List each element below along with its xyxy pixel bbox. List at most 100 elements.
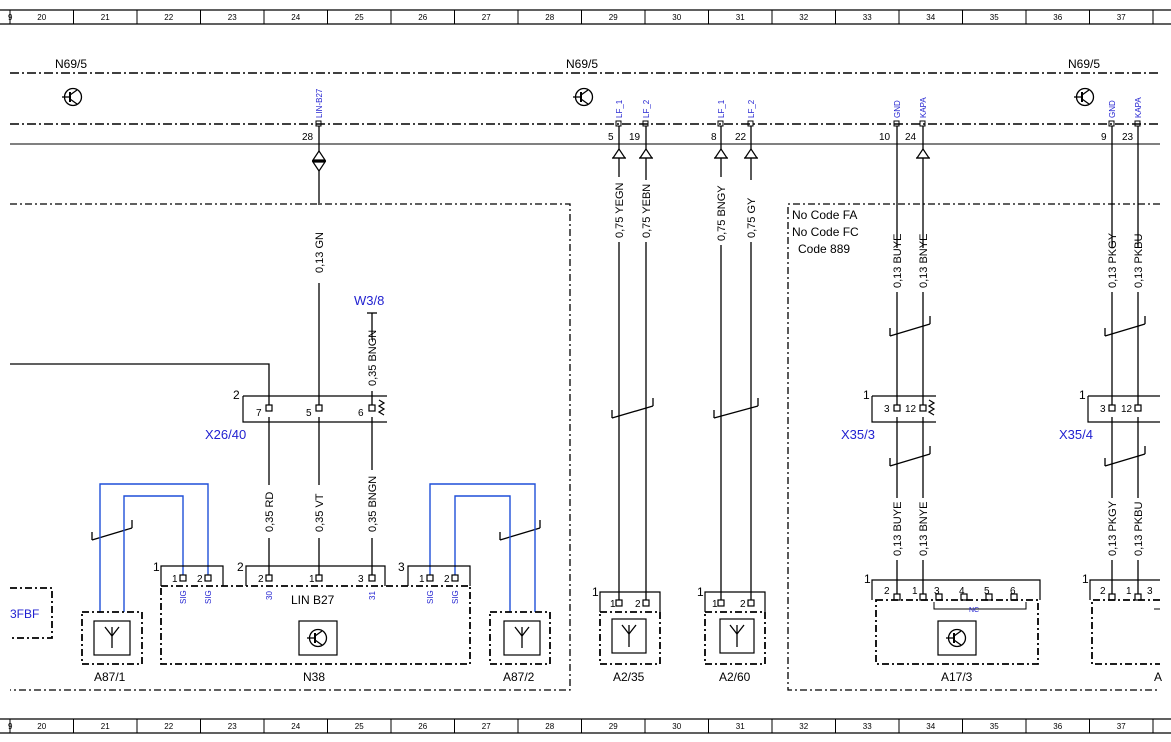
pin-signal-lin-b27: LIN-B27	[315, 88, 324, 118]
transistor-icon	[573, 87, 594, 107]
connector-label-x35-3: X35/3	[841, 427, 875, 442]
pin-number: 1	[419, 574, 425, 585]
wire-label: 0,13 PKBU	[1133, 234, 1145, 288]
connector-number: 3	[398, 560, 405, 574]
ruler-number: 30	[672, 13, 681, 22]
ruler-number: 28	[545, 13, 554, 22]
connector-number: 1	[1082, 572, 1089, 586]
ruler-number: 21	[101, 722, 110, 731]
module-n38	[160, 565, 471, 665]
pin-number: 1	[1126, 586, 1132, 597]
module-a2-60	[704, 591, 766, 665]
pin-number: 1	[309, 574, 315, 585]
pin-number: 2	[740, 599, 746, 610]
nc-label: NC	[969, 607, 979, 614]
pin-signal-lf1: LF_1	[615, 99, 624, 118]
wire-label: 0,13 GN	[314, 232, 326, 273]
wire-label: 0,13 PKGY	[1107, 500, 1119, 556]
pin-signal-sig: SIG	[451, 590, 460, 604]
pin-number: 8	[711, 132, 717, 143]
connector-number: 2	[237, 560, 244, 574]
pin-number: 5	[608, 132, 614, 143]
pin-number: 1	[912, 586, 918, 597]
ruler-number: 20	[37, 13, 46, 22]
signal-arrows	[311, 147, 931, 173]
pin-number: 2	[884, 586, 890, 597]
unit-label-n69-left: N69/5	[55, 57, 87, 71]
pin-number: 6	[358, 408, 364, 419]
pin-number: 7	[256, 408, 262, 419]
pin-number: 6	[1010, 586, 1016, 597]
pin-number: 3	[1147, 586, 1153, 597]
pin-number: 12	[1121, 404, 1133, 415]
ruler-number: 24	[291, 722, 300, 731]
pin-number: 22	[735, 132, 747, 143]
pin-signal-gnd: GND	[1108, 100, 1117, 118]
ruler-number: 37	[1117, 722, 1126, 731]
pin-number: 3	[1100, 404, 1106, 415]
ruler-number: 32	[799, 13, 808, 22]
ruler-number: 32	[799, 722, 808, 731]
pin-signal-31: 31	[368, 591, 377, 600]
pin-number: 2	[444, 574, 450, 585]
module-label-a87-1: A87/1	[94, 670, 126, 684]
pin-number: 2	[258, 574, 264, 585]
wire-label: 0,75 YEBN	[641, 184, 653, 238]
wire-label: 0,13 BNYE	[918, 502, 930, 556]
module-label-n38: N38	[303, 670, 325, 684]
connector-label-x26-40: X26/40	[205, 427, 246, 442]
pin-number: 1	[712, 599, 718, 610]
transistor-icon	[307, 628, 328, 648]
ruler-number: 23	[228, 722, 237, 731]
connector-number: 1	[864, 572, 871, 586]
code-note: No Code FA	[792, 208, 857, 222]
ruler-number: 28	[545, 722, 554, 731]
bus-lines	[10, 72, 1160, 145]
connector-x26-40	[242, 395, 387, 423]
code-note: No Code FC	[792, 225, 859, 239]
transistor-icon	[62, 87, 83, 107]
module-label-partial: A	[1154, 670, 1162, 684]
pin-number: 12	[905, 404, 917, 415]
connector-x35-3	[871, 395, 936, 423]
pin-number: 2	[197, 574, 203, 585]
ruler-number: 36	[1053, 13, 1062, 22]
wire-label: 0,75 GY	[746, 197, 758, 238]
pin-signal-30: 30	[265, 591, 274, 600]
module-a17-3	[871, 579, 1041, 665]
transistor-icon	[946, 628, 967, 648]
module-label-a17-3: A17/3	[941, 670, 973, 684]
pin-number: 23	[1122, 132, 1134, 143]
ruler-number: 27	[482, 722, 491, 731]
connector-label-x35-4: X35/4	[1059, 427, 1093, 442]
wire-label: 0,75 YEGN	[614, 183, 626, 238]
wire-label: 0,13 BUYE	[892, 502, 904, 556]
ruler-number: 30	[672, 722, 681, 731]
pin-number: 10	[879, 132, 891, 143]
ruler-number: 35	[990, 13, 999, 22]
connector-x35-4	[1087, 395, 1160, 423]
ruler-number: 22	[164, 722, 173, 731]
pin-signal-kapa: KAPA	[1134, 97, 1143, 118]
ruler-number: 36	[1053, 722, 1062, 731]
wire-label: 0,13 BNYE	[918, 234, 930, 288]
wire-label: 0,35 BNGN	[367, 476, 379, 532]
connector-number: 1	[1079, 388, 1086, 402]
pin-number: 2	[1100, 586, 1106, 597]
pin-number: 3	[884, 404, 890, 415]
code-note: Code 889	[798, 242, 850, 256]
antenna-a87-1	[81, 611, 143, 665]
pin-signal-kapa: KAPA	[919, 97, 928, 118]
module-label-a2-60: A2/60	[719, 670, 751, 684]
pin-signal-lf2: LF_2	[747, 99, 756, 118]
ruler-number: 24	[291, 13, 300, 22]
pin-signal-gnd: GND	[893, 100, 902, 118]
unit-label-n69-mid: N69/5	[566, 57, 598, 71]
ruler-number: 23	[228, 13, 237, 22]
pin-number: 2	[635, 599, 641, 610]
wire-label: 0,13 PKBU	[1133, 502, 1145, 556]
ruler-number: 34	[926, 13, 935, 22]
